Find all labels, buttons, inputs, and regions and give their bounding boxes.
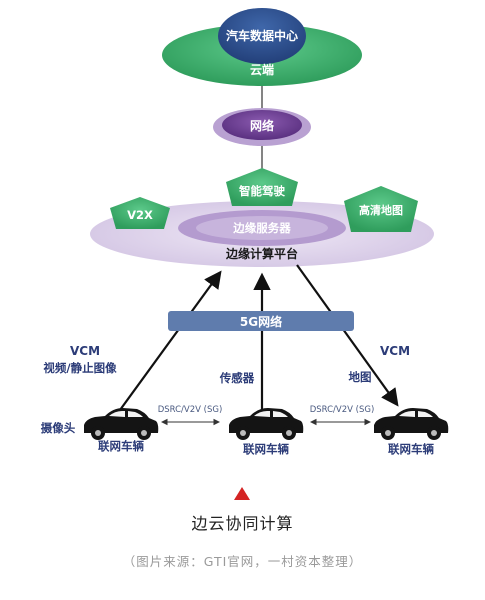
car-wheel-icon (385, 430, 391, 436)
edge-server-label: 边缘服务器 (232, 221, 291, 235)
car-3-label: 联网车辆 (388, 442, 434, 456)
left-dsrc-link: DSRC/V2V (SG) (158, 405, 223, 426)
5g-bar-shape (168, 311, 354, 331)
right-downlink-arrow (296, 264, 399, 407)
car-window-icon (109, 411, 125, 417)
car-window-icon (273, 411, 288, 417)
left-vcm-label: VCM (70, 344, 100, 358)
network-core (222, 110, 302, 140)
5g-network-bar: 5G网络 (168, 311, 354, 331)
car-icon (374, 408, 449, 433)
car-icon (229, 408, 304, 433)
data-center-node (218, 8, 306, 64)
edge-cloud-diagram: 汽车数据中心 云端 网络 边缘服务器 边缘计算平台 智能驾驶 V2X 高清地图 … (41, 8, 449, 500)
sensor-label: 传感器 (219, 371, 255, 385)
connected-car-2 (229, 408, 304, 440)
car-window-icon (418, 411, 433, 417)
car-1-label: 联网车辆 (98, 439, 144, 453)
car-wheel-icon (95, 430, 101, 436)
figure-caption: 边云协同计算 (191, 514, 294, 533)
edge-server-core (196, 216, 328, 240)
right-vcm-label: VCM (380, 344, 410, 358)
left-dsrc-label: DSRC/V2V (SG) (158, 405, 223, 415)
cloud-tier: 汽车数据中心 云端 (162, 8, 362, 86)
smart-driving-label: 智能驾驶 (239, 184, 285, 198)
hd-map-label: 高清地图 (359, 203, 403, 217)
red-triangle-icon (234, 487, 250, 500)
right-dsrc-label: DSRC/V2V (SG) (310, 405, 375, 415)
v2x-pentagon (110, 197, 170, 229)
car-wheel-icon (141, 430, 147, 436)
5g-bar-label: 5G网络 (240, 314, 282, 329)
right-dsrc-link: DSRC/V2V (SG) (310, 405, 375, 426)
camera-label: 摄像头 (41, 421, 76, 435)
car-window-icon (128, 411, 143, 417)
smart-driving-pentagon (226, 168, 298, 206)
car-wheel-icon (431, 430, 437, 436)
edge-platform-label: 边缘计算平台 (225, 246, 298, 261)
connected-car-3 (374, 408, 449, 440)
car-window-icon (399, 411, 415, 417)
car-wheel-icon (286, 430, 292, 436)
car-icon (84, 408, 159, 433)
network-label: 网络 (250, 118, 274, 133)
data-center-label: 汽车数据中心 (226, 28, 298, 43)
hd-map-pentagon (344, 186, 418, 232)
cloud-label: 云端 (250, 62, 274, 77)
figure-source: （图片来源：GTI官网，一村资本整理） (122, 554, 363, 569)
map-label: 地图 (349, 370, 372, 384)
connected-car-1 (84, 408, 159, 440)
car-window-icon (254, 411, 270, 417)
edge-platform: 边缘服务器 边缘计算平台 智能驾驶 V2X 高清地图 (90, 168, 434, 267)
left-video-label: 视频/静止图像 (43, 361, 117, 375)
v2x-label: V2X (127, 208, 153, 222)
network-node: 网络 (213, 108, 311, 146)
car-wheel-icon (240, 430, 246, 436)
car-2-label: 联网车辆 (243, 442, 289, 456)
left-uplink-arrow (119, 270, 222, 411)
